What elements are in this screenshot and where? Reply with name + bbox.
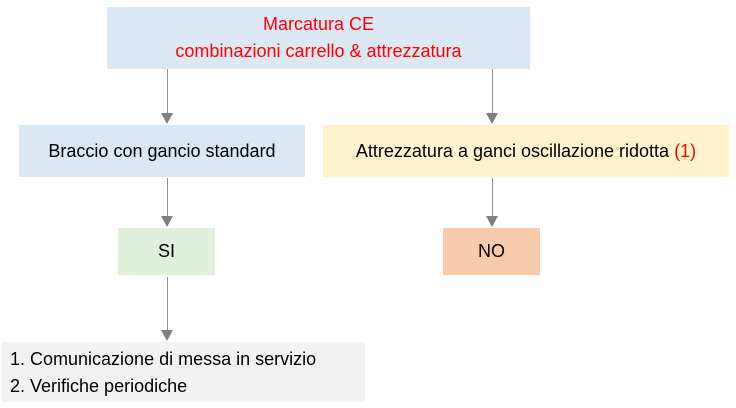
right-branch-box: Attrezzatura a ganci oscillazione ridott… xyxy=(323,125,729,177)
arrow-si-to-outcome-icon xyxy=(161,277,174,341)
right-branch-label: Attrezzatura a ganci oscillazione ridott… xyxy=(355,141,670,161)
arrow-left-branch-to-si-icon xyxy=(161,178,174,227)
arrow-head xyxy=(486,113,498,124)
arrow-head xyxy=(161,330,173,341)
outcome-box: 1. Comunicazione di messa in servizio 2.… xyxy=(2,342,365,402)
arrow-right-branch-to-no-icon xyxy=(486,178,499,227)
decision-no-box: NO xyxy=(443,228,540,275)
decision-si-label: SI xyxy=(157,241,175,261)
arrow-head xyxy=(161,216,173,227)
left-branch-box: Braccio con gancio standard xyxy=(19,125,305,177)
right-branch-note: (1) xyxy=(674,141,697,161)
arrow-title-to-left-branch-icon xyxy=(161,69,174,124)
outcome-item-2: 2. Verifiche periodiche xyxy=(10,376,188,396)
decision-si-box: SI xyxy=(118,228,215,275)
arrow-head xyxy=(161,113,173,124)
title-line-1: Marcatura CE xyxy=(262,14,375,34)
arrow-line xyxy=(166,277,168,330)
arrow-head xyxy=(486,216,498,227)
decision-no-label: NO xyxy=(478,241,505,261)
title-box: Marcatura CE combinazioni carrello & att… xyxy=(107,7,530,69)
left-branch-label: Braccio con gancio standard xyxy=(48,141,276,161)
arrow-line xyxy=(491,178,493,216)
arrow-title-to-right-branch-icon xyxy=(486,69,499,124)
outcome-item-1: 1. Comunicazione di messa in servizio xyxy=(10,349,317,369)
arrow-line xyxy=(166,69,168,113)
arrow-line xyxy=(166,178,168,216)
title-line-2: combinazioni carrello & attrezzatura xyxy=(175,41,462,61)
arrow-line xyxy=(491,69,493,113)
